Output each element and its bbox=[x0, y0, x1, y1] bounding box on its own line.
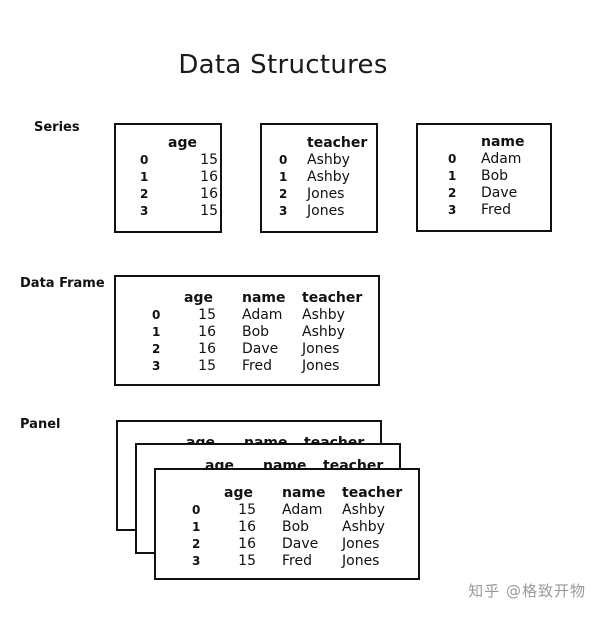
column-header: teacher bbox=[342, 485, 403, 501]
row-index: 2 bbox=[140, 187, 149, 201]
series-label: Series bbox=[34, 120, 80, 135]
row-index: 3 bbox=[448, 203, 457, 217]
row-index: 0 bbox=[140, 153, 149, 167]
cell-value: 15 bbox=[200, 152, 218, 168]
row-index: 1 bbox=[192, 520, 201, 534]
dataframe-label: Data Frame bbox=[20, 276, 105, 291]
cell-value: Bob bbox=[282, 519, 310, 535]
cell-value: 15 bbox=[198, 307, 216, 323]
cell-value: 16 bbox=[238, 536, 256, 552]
cell-value: 16 bbox=[238, 519, 256, 535]
diagram-title: Data Structures bbox=[178, 50, 388, 80]
cell-value: Fred bbox=[481, 202, 511, 218]
series-table-age: age 0 15 1 16 2 16 3 15 bbox=[140, 135, 218, 220]
row-index: 1 bbox=[140, 170, 149, 184]
cell-value: Fred bbox=[282, 553, 312, 569]
row-index: 0 bbox=[192, 503, 201, 517]
cell-value: Adam bbox=[481, 151, 522, 167]
row-index: 1 bbox=[152, 325, 161, 339]
cell-value: 16 bbox=[200, 169, 218, 185]
cell-value: Dave bbox=[481, 185, 518, 201]
cell-value: 16 bbox=[198, 324, 216, 340]
cell-value: Fred bbox=[242, 358, 272, 374]
panel-label: Panel bbox=[20, 417, 61, 432]
column-header: age bbox=[184, 290, 213, 306]
column-header: age bbox=[224, 485, 253, 501]
cell-value: Ashby bbox=[342, 519, 385, 535]
row-index: 0 bbox=[279, 153, 288, 167]
cell-value: Dave bbox=[282, 536, 319, 552]
column-header: name bbox=[282, 485, 326, 501]
cell-value: 15 bbox=[200, 203, 218, 219]
row-index: 3 bbox=[140, 204, 149, 218]
series-table-name: name 0 Adam 1 Bob 2 Dave 3 Fred bbox=[448, 134, 541, 219]
cell-value: Ashby bbox=[342, 502, 385, 518]
row-index: 2 bbox=[192, 537, 201, 551]
cell-value: Dave bbox=[242, 341, 279, 357]
cell-value: Adam bbox=[282, 502, 323, 518]
cell-value: 16 bbox=[198, 341, 216, 357]
series-box-name: name 0 Adam 1 Bob 2 Dave 3 Fred bbox=[416, 123, 552, 232]
row-index: 2 bbox=[152, 342, 161, 356]
row-index: 0 bbox=[448, 152, 457, 166]
watermark: 知乎 @格致开物 bbox=[468, 582, 586, 600]
cell-value: Bob bbox=[481, 168, 509, 184]
cell-value: Jones bbox=[342, 553, 380, 569]
column-header: teacher bbox=[302, 290, 363, 306]
cell-value: Bob bbox=[242, 324, 270, 340]
cell-value: Ashby bbox=[307, 152, 350, 168]
cell-value: 15 bbox=[238, 553, 256, 569]
row-index: 3 bbox=[279, 204, 288, 218]
series-header: age bbox=[168, 135, 197, 151]
cell-value: 15 bbox=[198, 358, 216, 374]
row-index: 0 bbox=[152, 308, 161, 322]
row-index: 1 bbox=[279, 170, 288, 184]
row-index: 2 bbox=[279, 187, 288, 201]
cell-value: Ashby bbox=[302, 324, 345, 340]
row-index: 3 bbox=[192, 554, 201, 568]
cell-value: 16 bbox=[200, 186, 218, 202]
cell-value: Ashby bbox=[307, 169, 350, 185]
cell-value: Adam bbox=[242, 307, 283, 323]
column-header: name bbox=[242, 290, 286, 306]
series-header: teacher bbox=[307, 135, 368, 151]
cell-value: 15 bbox=[238, 502, 256, 518]
series-box-age: age 0 15 1 16 2 16 3 15 bbox=[114, 123, 222, 233]
row-index: 3 bbox=[152, 359, 161, 373]
cell-value: Jones bbox=[302, 358, 340, 374]
cell-value: Jones bbox=[302, 341, 340, 357]
row-index: 1 bbox=[448, 169, 457, 183]
cell-value: Jones bbox=[307, 203, 345, 219]
cell-value: Ashby bbox=[302, 307, 345, 323]
cell-value: Jones bbox=[342, 536, 380, 552]
cell-value: Jones bbox=[307, 186, 345, 202]
row-index: 2 bbox=[448, 186, 457, 200]
series-header: name bbox=[481, 134, 525, 150]
